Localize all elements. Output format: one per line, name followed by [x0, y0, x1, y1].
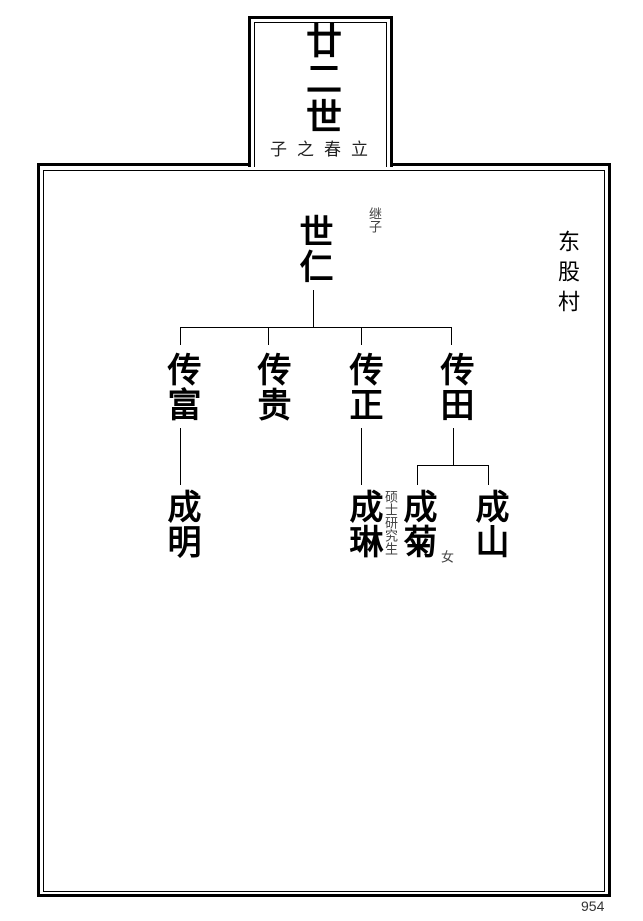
connector — [268, 327, 269, 345]
connector — [417, 465, 418, 485]
generation-title: 廿二世 — [300, 22, 342, 136]
connector — [313, 290, 314, 328]
connector — [417, 465, 489, 466]
connector — [180, 428, 181, 485]
person-shiren: 世仁 — [293, 214, 333, 284]
connector — [453, 428, 454, 466]
page-number: 954 — [581, 898, 605, 914]
person-chengju: 成菊 — [397, 489, 437, 559]
person-chuanfu: 传富 — [161, 352, 201, 422]
connector — [180, 327, 452, 328]
person-chuangui: 传贵 — [251, 352, 291, 422]
note-masters-student: 硕士研究生 — [382, 490, 397, 555]
person-chenglin: 成琳 — [343, 489, 383, 559]
connector — [180, 327, 181, 345]
person-chuantian: 传田 — [434, 352, 474, 422]
connector — [361, 327, 362, 345]
generation-box-inner — [254, 22, 387, 167]
person-chengshan: 成山 — [469, 489, 509, 559]
connector — [451, 327, 452, 345]
person-chengming: 成明 — [161, 489, 201, 559]
village-name: 东股村 — [554, 230, 579, 320]
person-chuanzheng: 传正 — [343, 352, 383, 422]
connector — [361, 428, 362, 485]
main-frame-inner — [43, 170, 605, 892]
main-frame — [37, 163, 611, 897]
note-adopted: 继子 — [366, 207, 381, 233]
note-female: 女 — [438, 550, 453, 563]
generation-subtitle: 子之春立 — [270, 140, 378, 160]
generation-box — [248, 16, 393, 167]
connector — [488, 465, 489, 485]
